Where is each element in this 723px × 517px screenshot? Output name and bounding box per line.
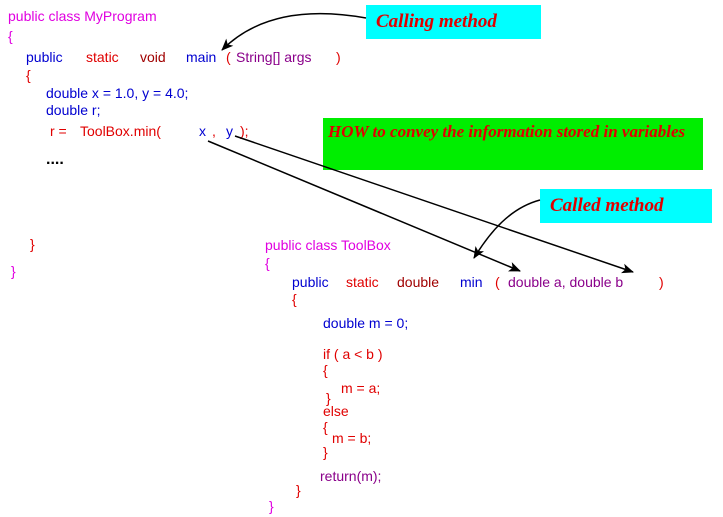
line-declare-m: double m = 0; bbox=[323, 315, 409, 331]
min-body-open-brace: { bbox=[292, 291, 297, 307]
toolbox-close-brace: } bbox=[269, 498, 274, 514]
call-lhs: r = bbox=[50, 123, 67, 139]
main-body-close-brace: } bbox=[30, 236, 35, 252]
myprogram-close-brace: } bbox=[11, 263, 16, 279]
line-assign-m-a: m = a; bbox=[341, 380, 381, 396]
arg-y-to-param-b-arrow bbox=[234, 135, 634, 274]
call-arg-y: y bbox=[226, 123, 233, 139]
main-sig-name: main bbox=[186, 49, 217, 65]
min-sig-paren-open: ( bbox=[495, 274, 500, 290]
called-method-callout: Called method bbox=[540, 189, 712, 223]
line-assign-m-b: m = b; bbox=[332, 430, 372, 446]
main-sig-public: public bbox=[26, 49, 63, 65]
called-method-arrow bbox=[473, 199, 541, 259]
call-close: ); bbox=[240, 123, 249, 139]
call-target: ToolBox.min( bbox=[80, 123, 161, 139]
call-arg-x: x bbox=[199, 123, 206, 139]
toolbox-class-declaration: public class ToolBox bbox=[265, 237, 391, 253]
myprogram-class-declaration: public class MyProgram bbox=[8, 8, 157, 24]
else-close-brace: } bbox=[323, 444, 328, 460]
else-open-brace: { bbox=[323, 419, 328, 435]
convey-information-callout: HOW to convey the information stored in … bbox=[323, 118, 703, 170]
line-return: return(m); bbox=[320, 468, 382, 484]
calling-method-callout: Calling method bbox=[366, 5, 541, 39]
toolbox-open-brace: { bbox=[265, 255, 270, 271]
arg-x-to-param-a-arrow bbox=[207, 140, 521, 272]
min-sig-paren-close: ) bbox=[659, 274, 664, 290]
main-sig-paren-open: ( bbox=[226, 49, 231, 65]
line-declare-r: double r; bbox=[46, 102, 101, 118]
min-sig-params: double a, double b bbox=[508, 274, 624, 290]
if-open-brace: { bbox=[323, 362, 328, 378]
line-declare-x-y: double x = 1.0, y = 4.0; bbox=[46, 85, 189, 101]
main-sig-params: String[] args bbox=[236, 49, 312, 65]
main-sig-static: static bbox=[86, 49, 119, 65]
main-body-open-brace: { bbox=[26, 67, 31, 83]
min-body-close-brace: } bbox=[296, 482, 301, 498]
min-sig-double: double bbox=[397, 274, 440, 290]
main-sig-void: void bbox=[140, 49, 166, 65]
myprogram-open-brace: { bbox=[8, 28, 13, 44]
code-ellipsis: .... bbox=[46, 151, 64, 168]
min-sig-static: static bbox=[346, 274, 379, 290]
line-if-condition: if ( a < b ) bbox=[323, 346, 383, 362]
main-sig-paren-close: ) bbox=[336, 49, 341, 65]
min-sig-name: min bbox=[460, 274, 483, 290]
calling-method-arrow bbox=[221, 12, 367, 51]
line-else: else bbox=[323, 403, 349, 419]
min-sig-public: public bbox=[292, 274, 329, 290]
call-comma: , bbox=[212, 123, 216, 139]
if-close-brace: } bbox=[326, 390, 331, 406]
